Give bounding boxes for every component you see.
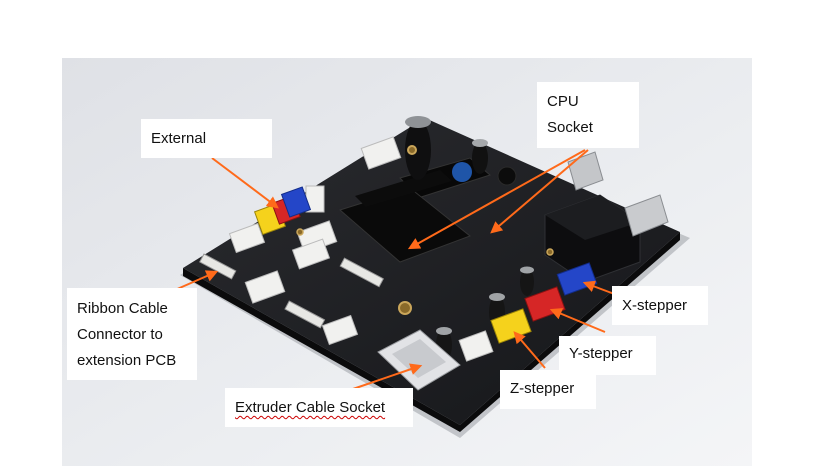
arrow-cpu-right	[490, 149, 589, 234]
arrow-ribbon	[174, 270, 219, 291]
power-jack	[624, 194, 669, 237]
capacitor-lower-top	[436, 327, 452, 335]
capacitor-stepper-top	[520, 266, 534, 274]
usb-jack	[567, 151, 604, 191]
capacitor-small-top	[472, 139, 488, 147]
buzzer	[497, 166, 517, 186]
label-extruder-text: Extruder Cable Socket	[235, 399, 386, 416]
connector-left-white-1	[228, 222, 266, 254]
label-y-stepper: Y-stepper	[559, 336, 656, 375]
mounting-hole-5	[296, 228, 304, 236]
cpu-header-mid	[355, 170, 452, 207]
arrow-external	[211, 157, 279, 209]
arrow-extruder	[349, 363, 423, 391]
label-ribbon-line-1: Ribbon Cable	[77, 300, 168, 317]
connector-left-white-5	[321, 314, 359, 346]
connector-left-white-3	[291, 238, 331, 270]
capacitor-stepper-side	[520, 268, 534, 296]
callout-arrows	[174, 149, 626, 391]
label-x-stepper: X-stepper	[612, 286, 708, 325]
label-ribbon-cable: Ribbon Cable Connector to extension PCB	[67, 288, 197, 380]
connector-right-white	[458, 330, 494, 362]
label-external-line-1: External	[151, 130, 207, 147]
mounting-hole-4	[546, 248, 554, 256]
label-y-stepper-text: Y-stepper	[569, 345, 633, 362]
extruder-socket-inner	[392, 339, 446, 378]
capacitor-large-side	[405, 120, 431, 180]
label-ribbon-line-2: Connector to	[77, 326, 163, 343]
arrow-z-stepper	[513, 331, 546, 369]
relay-top	[545, 195, 640, 240]
label-ribbon-line-3: extension PCB	[77, 352, 177, 369]
label-cpu-line-1: CPU	[547, 93, 579, 110]
mounting-hole-3	[407, 145, 417, 155]
label-z-stepper-text: Z-stepper	[510, 380, 575, 397]
capacitor-small-side	[472, 142, 488, 174]
label-extruder-cable-socket: Extruder Cable Socket	[225, 388, 413, 427]
arrow-y-stepper	[549, 308, 606, 333]
label-cpu-socket: CPU Socket	[537, 82, 639, 148]
label-external: External	[141, 119, 272, 158]
label-cpu-line-2: Socket	[547, 119, 593, 136]
mounting-hole-1	[398, 301, 412, 315]
label-x-stepper-text: X-stepper	[622, 297, 688, 314]
blue-potentiometer	[452, 162, 472, 182]
ribbon-connector-low	[284, 300, 326, 329]
external-blue-connector	[280, 186, 312, 218]
capacitor-large-top	[405, 116, 431, 128]
ribbon-connector-mid	[339, 257, 384, 288]
connector-left-white-4	[244, 270, 286, 304]
arrow-cpu-left	[407, 149, 586, 250]
label-z-stepper: Z-stepper	[500, 370, 596, 409]
connector-top-white	[360, 136, 402, 170]
capacitor-mid-top	[489, 293, 505, 301]
